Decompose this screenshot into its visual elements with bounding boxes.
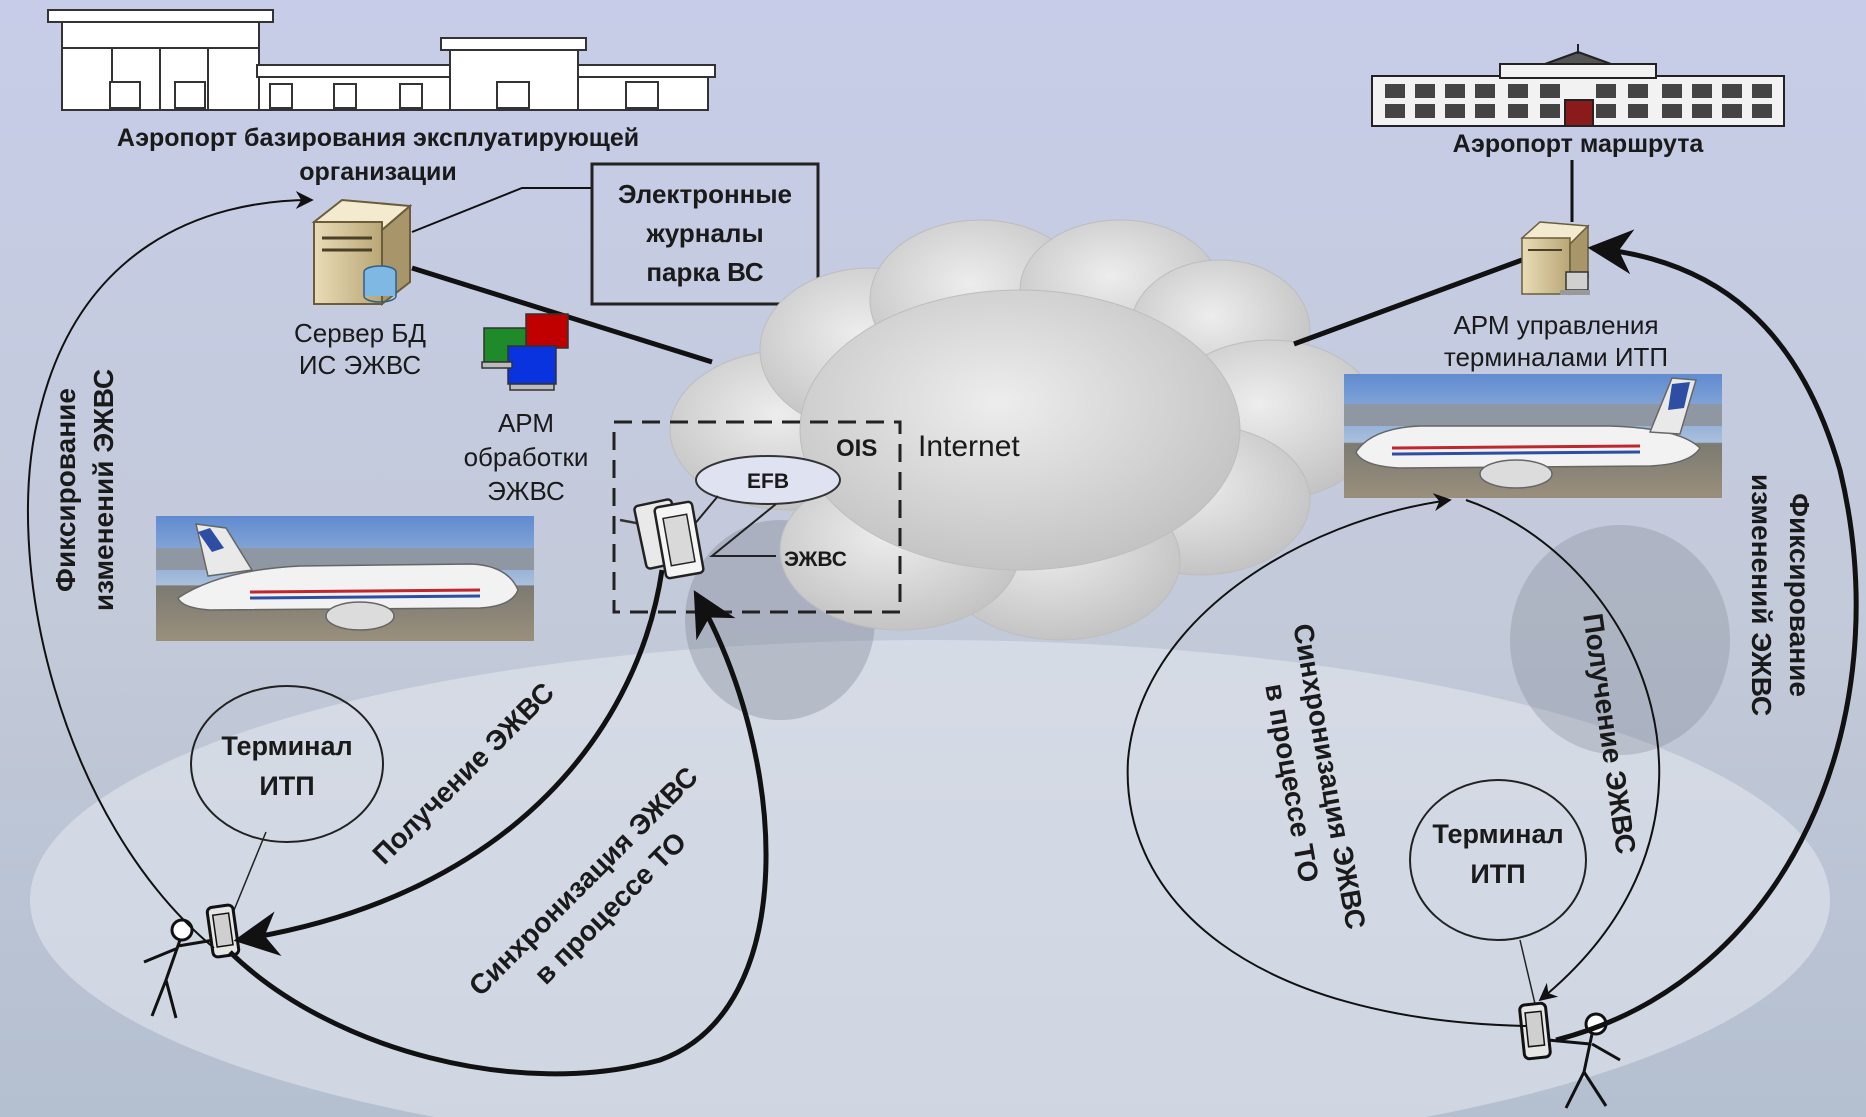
cloud-icon (669, 219, 1381, 641)
background-engine-right (1510, 525, 1730, 755)
flow-left-sync (228, 590, 769, 1077)
terminal-right-circle (1409, 779, 1587, 941)
internet-label: Internet (918, 430, 1020, 463)
flow-right-fix (1555, 229, 1859, 1043)
arm-processing-label-line1: АРМ (498, 408, 554, 438)
right-fix-label: Фиксирование изменений ЭЖВС (1746, 474, 1815, 716)
arm-control-label-line2: терминалами ИТП (1444, 342, 1668, 372)
home-airport-label-line1: Аэропорт базирования эксплуатирующей (117, 124, 639, 152)
efb-ellipse (695, 455, 841, 505)
terminal-building-icon (47, 9, 716, 111)
server-journals-link (411, 187, 592, 233)
server-label-line2: ИС ЭЖВС (299, 350, 421, 380)
aircraft-photo-icon (1344, 374, 1722, 498)
technician-icon (143, 903, 241, 1019)
terminal-right-pointer (1519, 939, 1537, 1009)
right-fix-label-line1: Фиксирование (1784, 493, 1815, 697)
left-fix-label: Фиксирование изменений ЭЖВС (50, 369, 119, 611)
left-fix-label-line1: Фиксирование (50, 388, 81, 592)
database-server-icon (311, 198, 413, 307)
flow-right-sync (1126, 493, 1527, 1027)
workstations-icon (481, 313, 569, 391)
ois-label: OIS (836, 435, 877, 462)
arm-processing-label-line3: ЭЖВС (487, 476, 565, 506)
left-fix-label-line2: изменений ЭЖВС (88, 369, 119, 611)
workstation-server-icon (1520, 221, 1590, 296)
aircraft-photo-icon (156, 516, 534, 641)
terminal-left-label-line1: Терминал (221, 731, 352, 761)
server-label-line1: Сервер БД (294, 318, 426, 348)
ois-box (612, 420, 902, 614)
background-haze (30, 640, 1830, 1117)
tablet-icon (619, 498, 705, 580)
terminal-left-circle (190, 685, 384, 843)
home-airport-label-line2: организации (299, 158, 456, 186)
terminal-left-pointer (229, 831, 267, 921)
ejvs-label: ЭЖВС (784, 548, 847, 571)
terminal-right-label-line2: ИТП (1470, 859, 1525, 889)
flow-left-fix (26, 191, 314, 949)
efb-label: EFB (747, 470, 789, 493)
journals-label-line3: парка ВС (646, 257, 764, 287)
journals-label-line1: Электронные (618, 179, 792, 209)
route-airport-label: Аэропорт маршрута (1453, 130, 1705, 158)
arm-processing-label-line2: обработки (464, 442, 589, 472)
right-fix-label-line2: изменений ЭЖВС (1746, 474, 1777, 716)
airport-building-icon (1371, 44, 1785, 127)
journals-label-line2: журналы (645, 218, 763, 248)
flow-left-get (233, 569, 665, 956)
journals-box (590, 162, 820, 306)
flow-right-get (1465, 499, 1661, 1002)
terminal-left-label-line2: ИТП (259, 771, 314, 801)
efb-ejvs-link (709, 503, 777, 557)
terminal-right-label-line1: Терминал (1432, 819, 1563, 849)
cloud-arm-link (1293, 257, 1523, 347)
arm-control-label-line1: АРМ управления (1453, 310, 1658, 340)
